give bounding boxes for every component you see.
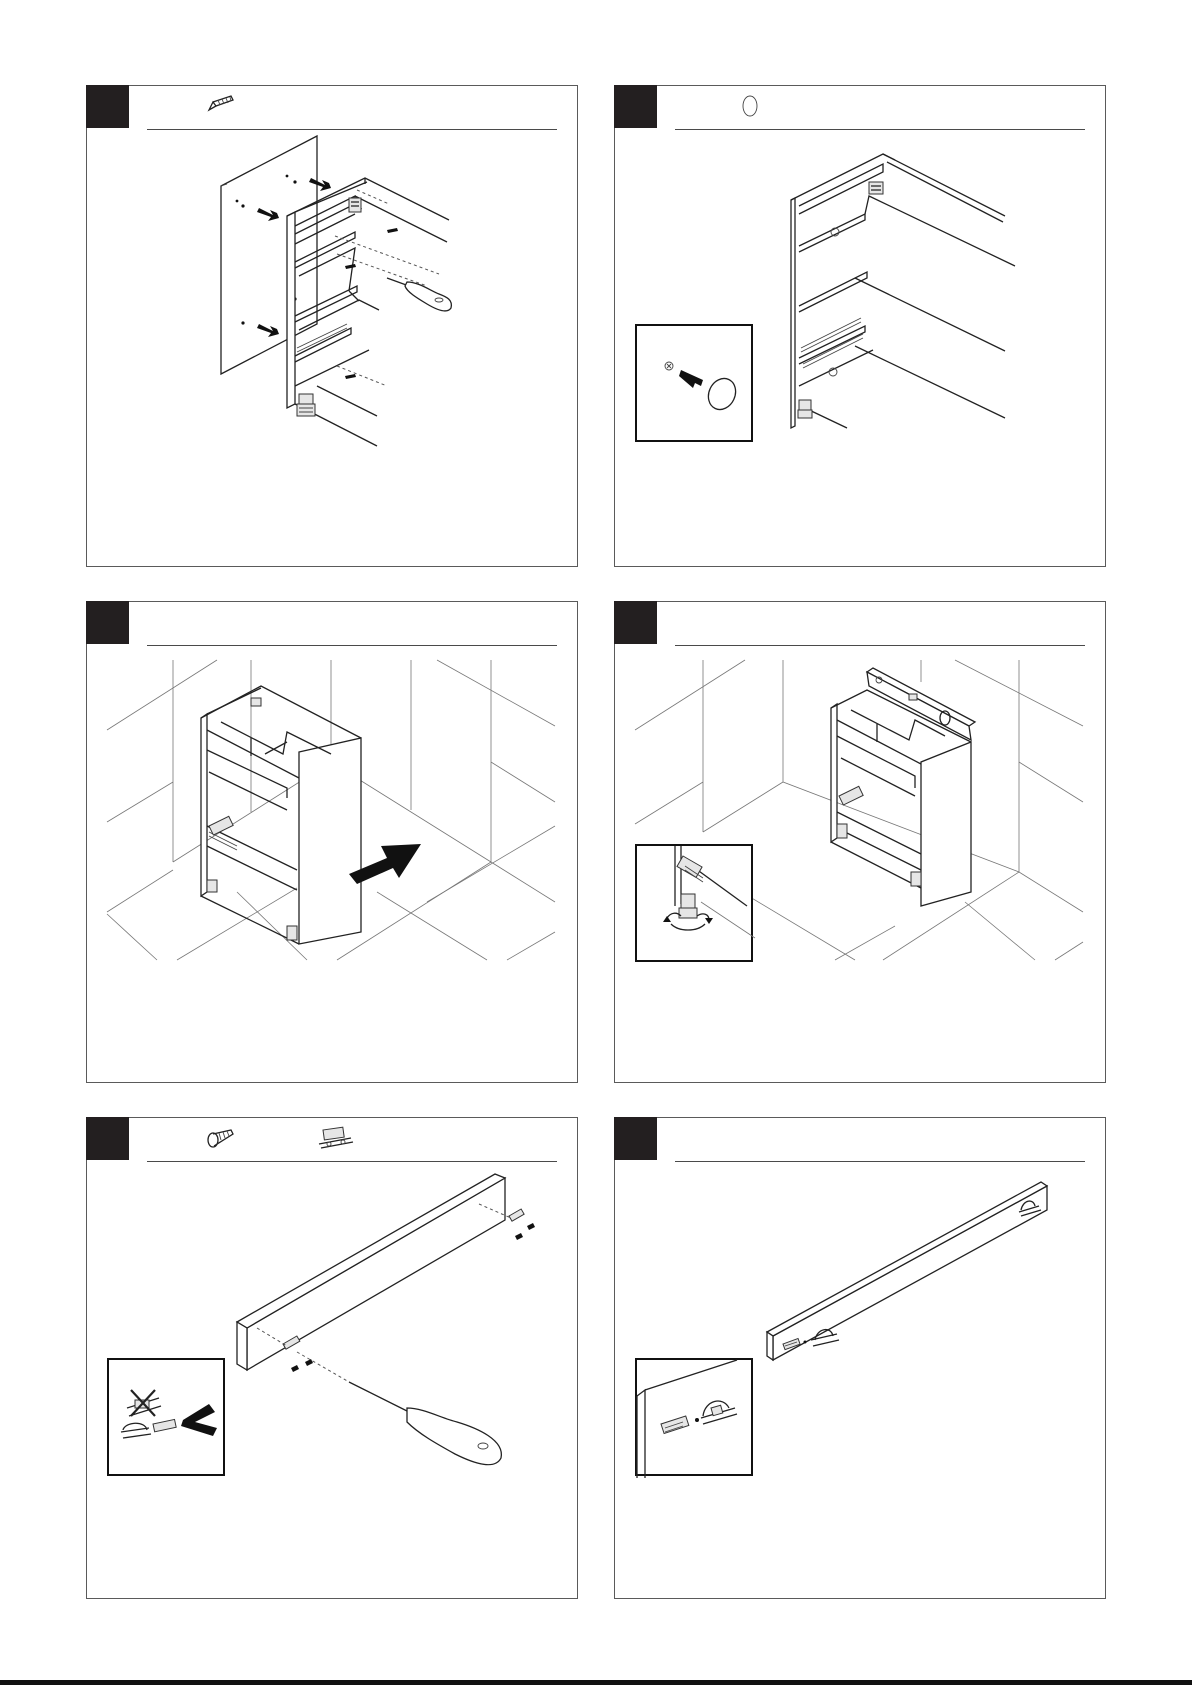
- assembly-step-panel-6: [614, 1117, 1106, 1599]
- detail-inset-cover-cap: [635, 324, 753, 442]
- assembly-step-panel-3: [86, 601, 578, 1083]
- page-bottom-bar: [0, 1680, 1192, 1685]
- detail-inset-fitting-orientation: [107, 1358, 225, 1476]
- detail-inset-fitting-closeup: [635, 1358, 753, 1476]
- assembly-step-panel-1: [86, 85, 578, 567]
- cabinet-side-mount-illustration: [87, 86, 579, 568]
- cabinet-placement-illustration: [87, 602, 579, 1084]
- cabinet-leveling-illustration: [615, 602, 1107, 1084]
- direction-arrow: [181, 1404, 217, 1436]
- assembly-step-panel-2: [614, 85, 1106, 567]
- assembly-step-panel-4: [614, 601, 1106, 1083]
- detail-inset-adjustable-foot: [635, 844, 753, 962]
- assembly-step-panel-5: [86, 1117, 578, 1599]
